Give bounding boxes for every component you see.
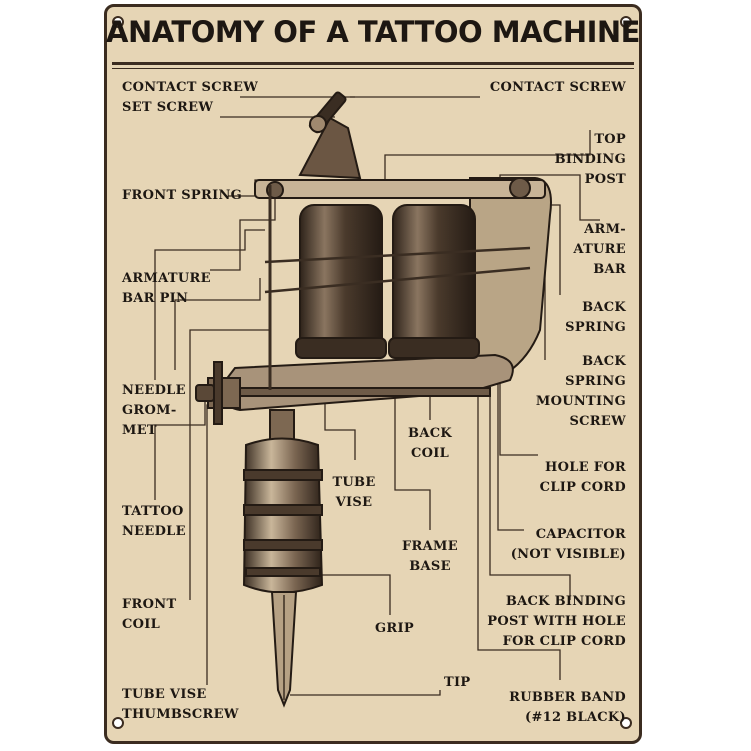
label-frame-base: FRAME BASE [402,539,458,574]
leader-tube-vise [324,400,356,460]
leader-needle-grommet-2 [174,278,261,370]
leader-grip [320,574,391,615]
poster-title: ANATOMY OF A TATTOO MACHINE [106,15,640,49]
grip-ring-2 [243,504,323,516]
back-coil-cap [388,337,480,359]
title-rule-top [112,62,634,65]
label-set-screw: SET SCREW [122,100,214,115]
mount-hole-bottom-left [112,717,124,729]
title-rule-bottom [112,68,634,69]
label-front-coil: FRONT COIL [122,597,177,632]
rubber-band-line-2 [264,266,531,294]
label-back-spring: BACK SPRING [565,300,626,335]
rubber-band-line-1 [264,246,531,264]
set-screw-circle [309,115,327,133]
label-needle-grommet: NEEDLE GROM- MET [122,383,186,438]
mount-hole-bottom-right [620,717,632,729]
grip-ring-3 [243,539,323,551]
label-capacitor: CAPACITOR (NOT VISIBLE) [510,527,626,562]
grip-ring-1 [243,469,323,481]
label-hole-for-clip-cord: HOLE FOR CLIP CORD [539,460,626,495]
label-contact-screw-right: CONTACT SCREW [489,80,626,95]
label-tip: TIP [444,675,471,690]
front-coil-body [299,204,383,356]
label-grip: GRIP [375,621,414,636]
machine-illustration [195,91,552,708]
leader-top-binding-post [384,130,591,180]
label-back-spring-mounting-screw: BACK SPRING MOUNTING SCREW [535,354,626,429]
leader-rubber-band [477,245,561,680]
leader-armature-bar-pin [210,190,276,271]
label-top-binding-post: TOP BINDING POST [554,132,626,187]
tube-stem [269,409,295,441]
leader-tube-vise-thumbscrew [206,404,225,685]
frame-base-shape [219,353,514,412]
label-tube-vise-thumbscrew: TUBE VISE THUMBSCREW [122,687,239,722]
label-front-spring: FRONT SPRING [122,188,243,203]
label-back-coil: BACK COIL [408,426,452,461]
leader-needle-grommet-1 [154,229,265,380]
vise-pin [213,361,223,425]
label-rubber-band: RUBBER BAND (#12 BLACK) [509,690,626,725]
leader-tip [290,690,441,696]
armature-bar-shape [254,179,546,199]
tube-vise-thumbscrew-shape [195,384,215,402]
label-tube-vise: TUBE VISE [332,475,376,510]
mount-hole-top-left [112,16,124,28]
label-contact-screw-left: CONTACT SCREW [122,80,259,95]
leader-tattoo-needle [154,392,206,500]
label-tattoo-needle: TATTOO NEEDLE [122,504,186,539]
frame-base-bottom-edge [239,387,491,397]
label-armature-bar: ARM- ATURE BAR [573,222,626,277]
binding-post-circle [509,177,531,199]
grip-ring-4 [245,567,321,577]
label-back-binding-post: BACK BINDING POST WITH HOLE FOR CLIP COR… [487,594,626,649]
contact-screw-post [298,116,362,180]
mount-hole-top-right [620,16,632,28]
front-coil-cap [295,337,387,359]
label-armature-bar-pin: ARMATURE BAR PIN [122,271,211,306]
leader-frame-base [394,395,431,530]
